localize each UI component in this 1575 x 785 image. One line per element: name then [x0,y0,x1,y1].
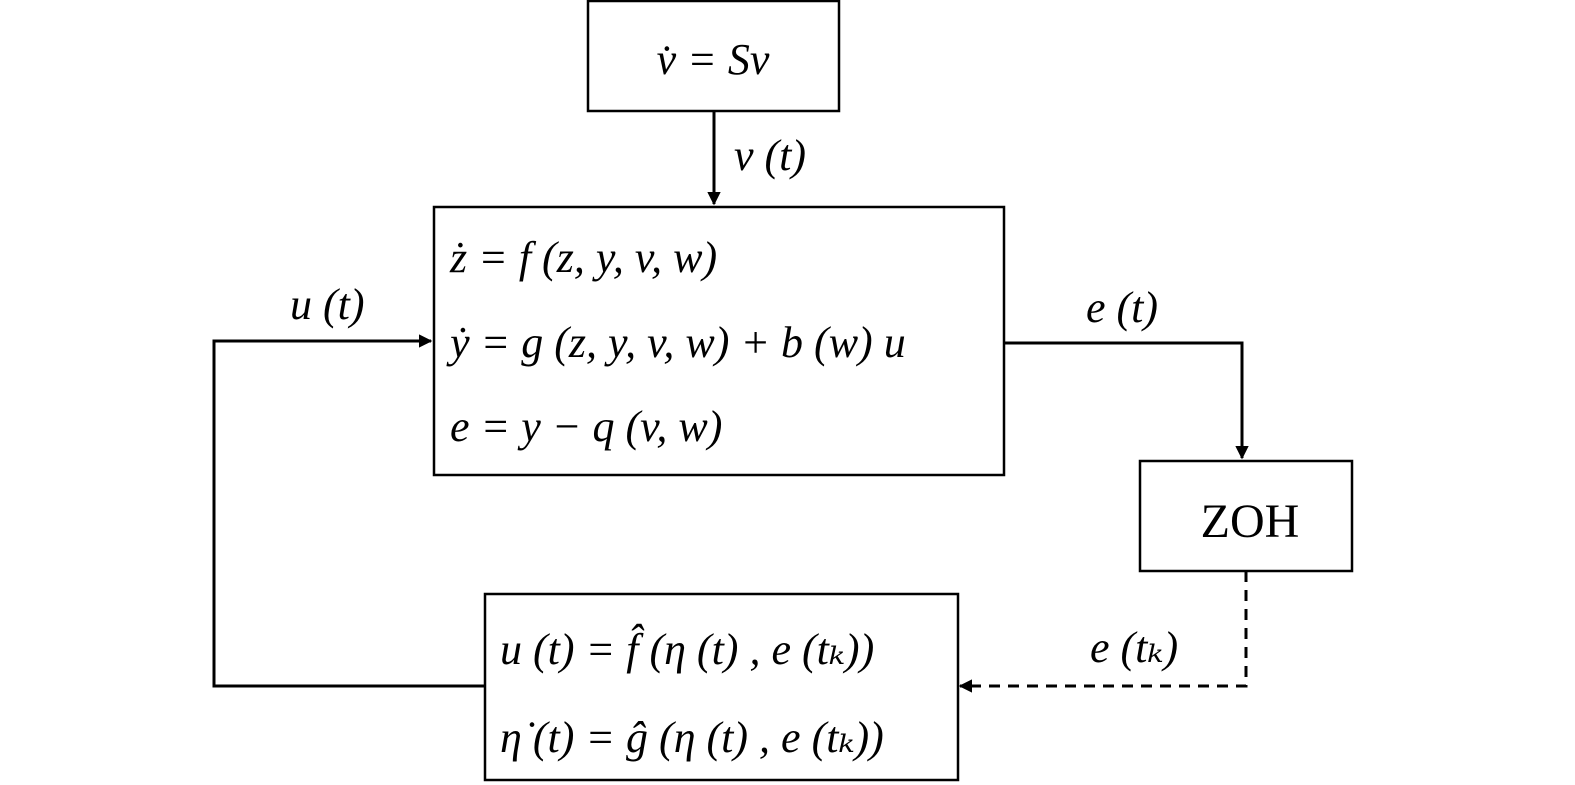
signal-arrow-u [212,334,485,688]
plant-block: ż = f (z, y, v, w) ẏ = g (z, y, v, w) + … [432,205,1006,477]
signal-label-u: u (t) [290,280,365,329]
signal-label-e-sampled: e (tₖ) [1090,623,1178,672]
exosystem-equation: v̇ = Sv [657,35,770,84]
plant-equation-e: e = y − q (v, w) [450,402,722,451]
signal-label-e: e (t) [1086,283,1158,332]
signal-arrow-e-sampled [958,571,1248,693]
controller-equation-eta: η̇ (t) = ĝ (η (t) , e (tₖ)) [500,713,884,762]
controller-equation-u: u (t) = f̂ (η (t) , e (tₖ)) [500,624,874,674]
signal-label-v: v (t) [734,131,806,180]
controller-block: u (t) = f̂ (η (t) , e (tₖ)) η̇ (t) = ĝ (… [483,592,960,782]
zoh-block: ZOH [1138,459,1354,573]
zoh-label: ZOH [1201,495,1300,548]
plant-equation-z: ż = f (z, y, v, w) [449,233,717,282]
signal-arrow-e [1004,341,1249,460]
exosystem-block: v̇ = Sv [586,0,841,113]
plant-equation-y: ẏ = g (z, y, v, w) + b (w) u [446,318,906,367]
